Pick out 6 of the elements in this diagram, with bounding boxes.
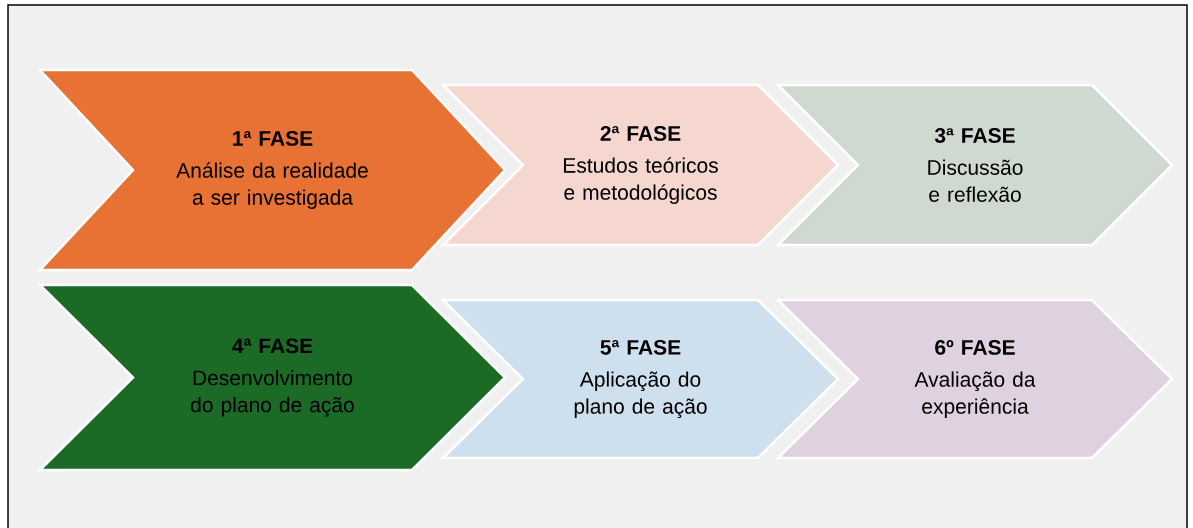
phase-banner: 5ª FASE Aplicação do plano de ação <box>439 298 840 460</box>
phase-banner: 2ª FASE Estudos teóricos e metodológicos <box>440 83 840 247</box>
phase-banner: 4ª FASE Desenvolvimento do plano de ação <box>37 283 507 472</box>
phase-banner: 1ª FASE Análise da realidade a ser investigada <box>37 68 507 272</box>
phase-banner: 6º FASE Avaliação da experiência <box>774 298 1174 460</box>
phase-banner: 3ª FASE Discussão e reflexão <box>775 83 1174 247</box>
